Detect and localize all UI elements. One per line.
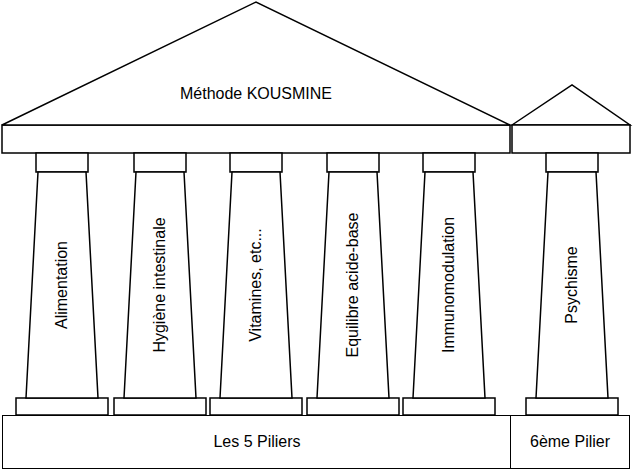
- pillar-label: Equilibre acide-base: [344, 213, 362, 358]
- column-capital: [134, 153, 186, 172]
- base-label: Les 5 Piliers: [213, 433, 300, 451]
- outline-path: [536, 172, 608, 398]
- column-capital: [36, 153, 88, 172]
- column-plinth: [403, 398, 495, 415]
- pillar-label: Immunomodulation: [440, 217, 458, 353]
- outline-path: [124, 172, 196, 398]
- pillar-column: Alimentation: [26, 172, 98, 398]
- column-plinth: [210, 398, 302, 415]
- column-capital: [546, 153, 598, 172]
- pillar-label: Alimentation: [53, 241, 71, 329]
- column-plinth: [16, 398, 108, 415]
- pediment-outline: [2, 2, 510, 125]
- pillar-column: Immunomodulation: [413, 172, 485, 398]
- column-plinth: [114, 398, 206, 415]
- pillar-column: Hygiène intestinale: [124, 172, 196, 398]
- pillar-column: Psychisme: [536, 172, 608, 398]
- small-pediment: [512, 85, 630, 125]
- pillar-label: Hygiène intestinale: [151, 217, 169, 352]
- pillar-label: Psychisme: [563, 246, 581, 323]
- pillar-column: Equilibre acide-base: [317, 172, 389, 398]
- outline-path: [26, 172, 98, 398]
- column-capital: [423, 153, 475, 172]
- column-plinth: [526, 398, 618, 415]
- entablature: [2, 125, 510, 153]
- outline-path: [317, 172, 389, 398]
- title-text: Méthode KOUSMINE: [180, 85, 332, 103]
- small-entablature: [512, 125, 630, 153]
- pillar-column: Vitamines, etc...: [220, 172, 292, 398]
- column-capital: [327, 153, 379, 172]
- base-band: 6ème Pilier: [510, 415, 630, 469]
- base-band: Les 5 Piliers: [2, 415, 512, 469]
- column-capital: [230, 153, 282, 172]
- pillar-label: Vitamines, etc...: [247, 228, 265, 342]
- outline-path: [413, 172, 485, 398]
- outline-path: [220, 172, 292, 398]
- outline-path: [2, 2, 510, 125]
- pediment-triangle: Méthode KOUSMINE: [2, 2, 510, 125]
- column-plinth: [307, 398, 399, 415]
- base-label: 6ème Pilier: [530, 433, 610, 451]
